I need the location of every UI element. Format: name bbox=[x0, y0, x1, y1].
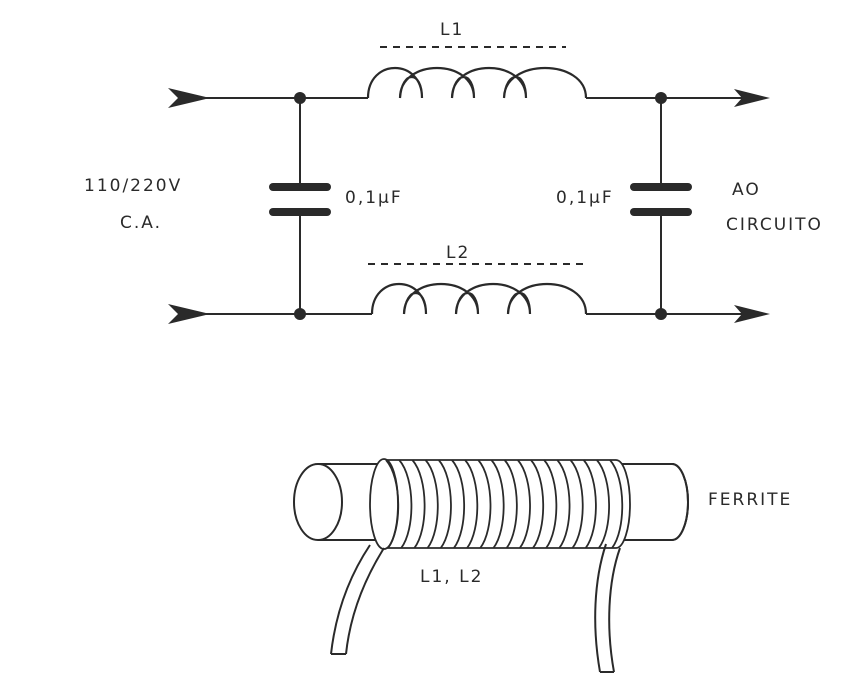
label-l2: L2 bbox=[446, 243, 471, 263]
label-input-voltage: 110/220V bbox=[84, 176, 183, 196]
label-output-line2: CIRCUITO bbox=[726, 215, 823, 235]
capacitor-right bbox=[630, 183, 692, 216]
junction-dot-top-right bbox=[655, 92, 667, 104]
winding-turn bbox=[385, 459, 400, 549]
winding-turn bbox=[398, 459, 413, 549]
coil-lead-right bbox=[594, 543, 621, 673]
capacitor-left bbox=[269, 183, 331, 216]
winding-turn bbox=[490, 459, 505, 549]
winding-turn bbox=[609, 459, 624, 549]
winding-turn bbox=[530, 459, 545, 549]
input-arrow-top bbox=[168, 88, 210, 108]
winding-turn bbox=[582, 459, 597, 549]
winding-turn bbox=[517, 459, 531, 549]
label-capacitor-left: 0,1µF bbox=[345, 188, 403, 208]
winding-turn bbox=[477, 459, 492, 549]
winding-turn bbox=[503, 459, 518, 549]
label-l1: L1 bbox=[440, 20, 465, 40]
winding-turn bbox=[451, 459, 466, 549]
label-capacitor-right: 0,1µF bbox=[556, 188, 614, 208]
winding-turn bbox=[569, 459, 584, 549]
winding-turn bbox=[543, 459, 558, 549]
inductor-l1 bbox=[366, 66, 588, 99]
winding-turn bbox=[596, 459, 610, 549]
label-input-type: C.A. bbox=[120, 213, 163, 233]
winding-turns bbox=[385, 459, 624, 549]
label-ferrite: FERRITE bbox=[708, 490, 793, 510]
output-arrow-top bbox=[734, 89, 770, 107]
junction-dot-bottom-right bbox=[655, 308, 667, 320]
input-arrow-bottom bbox=[168, 304, 210, 324]
winding-turn bbox=[411, 459, 426, 549]
label-coils: L1, L2 bbox=[420, 567, 484, 587]
winding-turn bbox=[556, 459, 571, 549]
winding-turn bbox=[438, 459, 452, 549]
junction-dot-bottom-left bbox=[294, 308, 306, 320]
coil-lead-left bbox=[330, 544, 385, 655]
junction-dot-top-left bbox=[294, 92, 306, 104]
output-arrow-bottom bbox=[734, 305, 770, 323]
label-output-line1: AO bbox=[732, 180, 761, 200]
inductor-l2 bbox=[370, 282, 588, 315]
winding-turn bbox=[464, 459, 479, 549]
winding-turn bbox=[424, 459, 439, 549]
